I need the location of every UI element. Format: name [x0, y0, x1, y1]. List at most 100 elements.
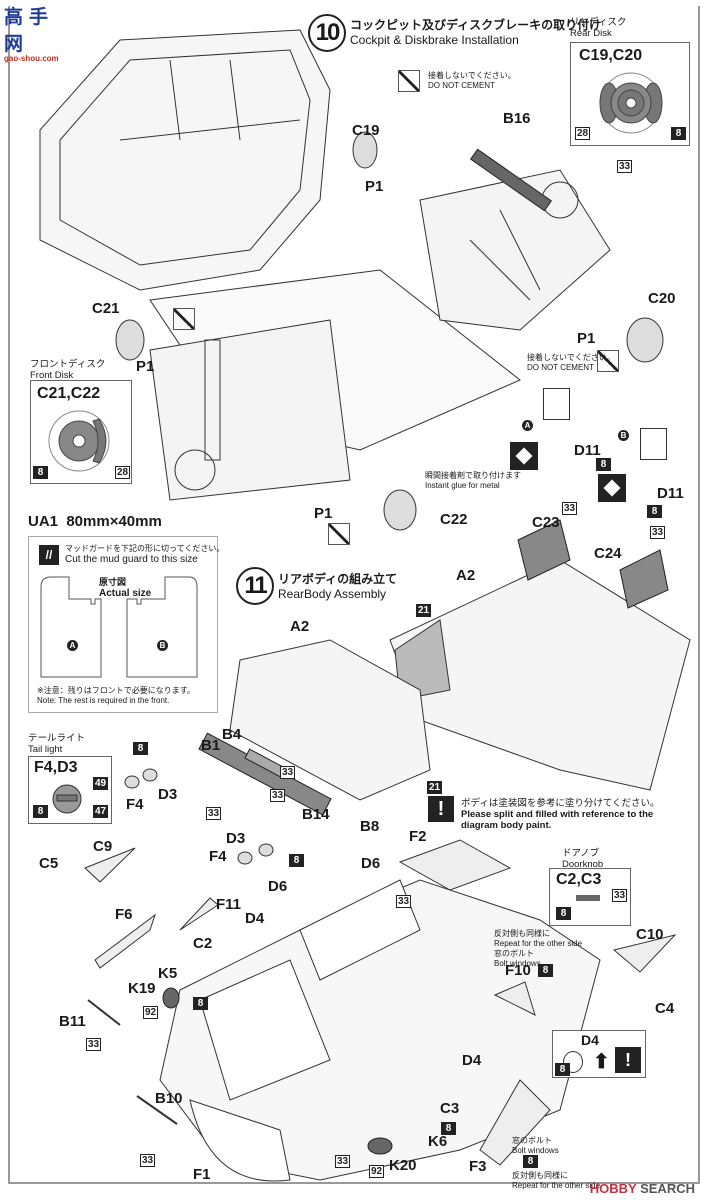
repeat-jp-top: 反対側も同様に — [494, 929, 550, 938]
instant-glue-note: 瞬間接着剤で取り付けます Instant glue for metal — [425, 470, 521, 490]
label-c20: C20 — [648, 290, 676, 307]
watermark-search: SEARCH — [640, 1181, 695, 1196]
no-cement-icon-bottom — [328, 523, 350, 545]
tail-light-parts: F4,D3 — [34, 759, 78, 776]
front-body-drawing — [159, 879, 601, 1182]
mudguard-marker-b-letter: B — [157, 640, 168, 651]
code-c3: 8 — [441, 1122, 456, 1135]
code-d11-a: 8 — [596, 458, 611, 471]
tail-lights — [124, 768, 274, 865]
hobby-search-watermark: HOBBY SEARCH — [590, 1181, 695, 1196]
mirrors — [162, 987, 393, 1155]
no-cement-note-right: 接着しないでください。 DO NOT CEMENT — [527, 352, 615, 372]
bolt-jp-top: 窓のボルト — [494, 949, 534, 958]
code-grille: 33 — [206, 807, 222, 820]
mudguard-note-en: Note: The rest is required in the front. — [37, 696, 170, 705]
tail-light-code-bottom: 47 — [93, 805, 108, 818]
rear-disk-caption: リヤディスク Rear Disk — [570, 14, 626, 39]
label-f2: F2 — [409, 828, 427, 845]
label-f6: F6 — [115, 906, 133, 923]
label-c19: C19 — [352, 122, 380, 139]
site-logo-chars: 高手网 — [4, 6, 55, 55]
mudguard-shapes — [40, 576, 198, 678]
label-b4: B4 — [222, 726, 242, 743]
bolt-jp-bottom: 窓のボルト — [512, 1136, 552, 1145]
label-f4-bottom: F4 — [209, 848, 227, 865]
label-c10: C10 — [636, 926, 664, 943]
code-b11: 33 — [86, 1038, 102, 1051]
bolt-en-top: Bolt windows — [494, 959, 541, 968]
mudguard-note-jp: ※注意：残りはフロントで必要になります。 — [37, 686, 195, 695]
step-11-number: 11 — [236, 567, 274, 605]
rear-disk-code-right: 8 — [671, 127, 686, 140]
rear-panel-drawing — [229, 639, 431, 801]
rear-disk-title-en: Rear Disk — [570, 28, 612, 39]
label-f11: F11 — [216, 896, 242, 913]
front-disk-box: C21,C22 8 28 — [30, 380, 132, 484]
label-d3-top: D3 — [158, 786, 178, 803]
watermark-hobby: HOBBY — [589, 1181, 637, 1196]
front-disk-parts: C21,C22 — [37, 385, 101, 402]
rear-disk-title-jp: リヤディスク — [570, 17, 627, 28]
mudguard-note: ※注意：残りはフロントで必要になります。 Note: The rest is r… — [37, 685, 195, 705]
doorknob-title-jp: ドアノブ — [562, 848, 600, 859]
label-p1-bottom: P1 — [314, 505, 333, 522]
step-11-title-jp: リアボディの組み立て — [278, 572, 398, 586]
step-11-title: リアボディの組み立て RearBody Assembly — [278, 570, 397, 601]
mudguard-marker-a-letter: A — [67, 640, 78, 651]
instant-glue-icon-a — [510, 442, 538, 470]
repeat-note-bottom: 反対側も同様に Repeat for the other side — [512, 1170, 600, 1190]
label-a2-left: A2 — [290, 618, 310, 635]
marker-b-letter: B — [618, 430, 629, 441]
no-cement-note-top: 接着しないでください。 DO NOT CEMENT — [428, 70, 516, 90]
label-k6: K6 — [428, 1133, 448, 1150]
small-body-parts — [84, 839, 677, 1166]
no-cement-icon-right — [597, 350, 619, 372]
code-b1: 33 — [270, 789, 286, 802]
cut-icon: // — [39, 545, 59, 565]
b16-bar — [470, 148, 552, 212]
mudguard-instruction: マッドガードを下記の形に切ってください。 Cut the mud guard t… — [65, 543, 224, 565]
label-f10: F10 — [505, 962, 531, 979]
tail-light-code-top: 49 — [93, 777, 108, 790]
no-cement-icon-left — [173, 308, 195, 330]
code-b16: 33 — [617, 160, 633, 173]
code-b4: 33 — [280, 766, 296, 779]
paint-brush-icon: ! — [428, 796, 454, 822]
actual-size-jp: 原寸図 — [99, 578, 127, 588]
c23-c24-drawing — [517, 519, 669, 609]
body-paint-note-en: Please split and filled with reference t… — [461, 809, 654, 831]
repeat-note-top: 反対側も同様に Repeat for the other side 窓のボルト … — [494, 928, 582, 968]
label-c3: C3 — [440, 1100, 460, 1117]
no-cement-jp-right: 接着しないでください。 — [527, 353, 615, 362]
code-d3-bottom: 8 — [289, 854, 304, 867]
no-cement-icon — [398, 70, 420, 92]
rear-disk-box: C19,C20 28 8 — [570, 42, 690, 146]
mudguard-marker-a: A — [67, 635, 78, 653]
front-disk-title-jp: フロントディスク — [30, 359, 106, 370]
mudguard-marker-b: B — [157, 635, 168, 653]
tail-light-title-jp: テールライト — [28, 733, 86, 744]
rear-disk-icon — [599, 72, 663, 134]
doorknob-caption: ドアノブ Doorknob — [562, 845, 603, 870]
label-b8: B8 — [360, 818, 380, 835]
label-c2: C2 — [193, 935, 213, 952]
code-f2: 33 — [396, 895, 412, 908]
label-a2-right: A2 — [456, 567, 476, 584]
code-a2: 21 — [416, 604, 431, 617]
site-logo-url: gao-shou.com — [4, 54, 59, 63]
d4-box-part: D4 — [581, 1032, 599, 1048]
up-arrow-icon: ⬆ — [593, 1051, 610, 1073]
label-k20: K20 — [389, 1157, 417, 1174]
code-b10: 33 — [140, 1154, 156, 1167]
label-d6-left: D6 — [268, 878, 288, 895]
mudguard-header: UA1 80mm×40mm — [28, 513, 162, 530]
label-b1: B1 — [201, 737, 221, 754]
body-paint-code: 21 — [427, 781, 442, 794]
d4-box-code: 8 — [555, 1063, 570, 1076]
mudguard-instruction-en: Cut the mud guard to this size — [65, 554, 198, 565]
code-c24: 33 — [650, 526, 666, 539]
code-c23: 33 — [562, 502, 578, 515]
instant-glue-jp: 瞬間接着剤で取り付けます — [425, 471, 521, 480]
